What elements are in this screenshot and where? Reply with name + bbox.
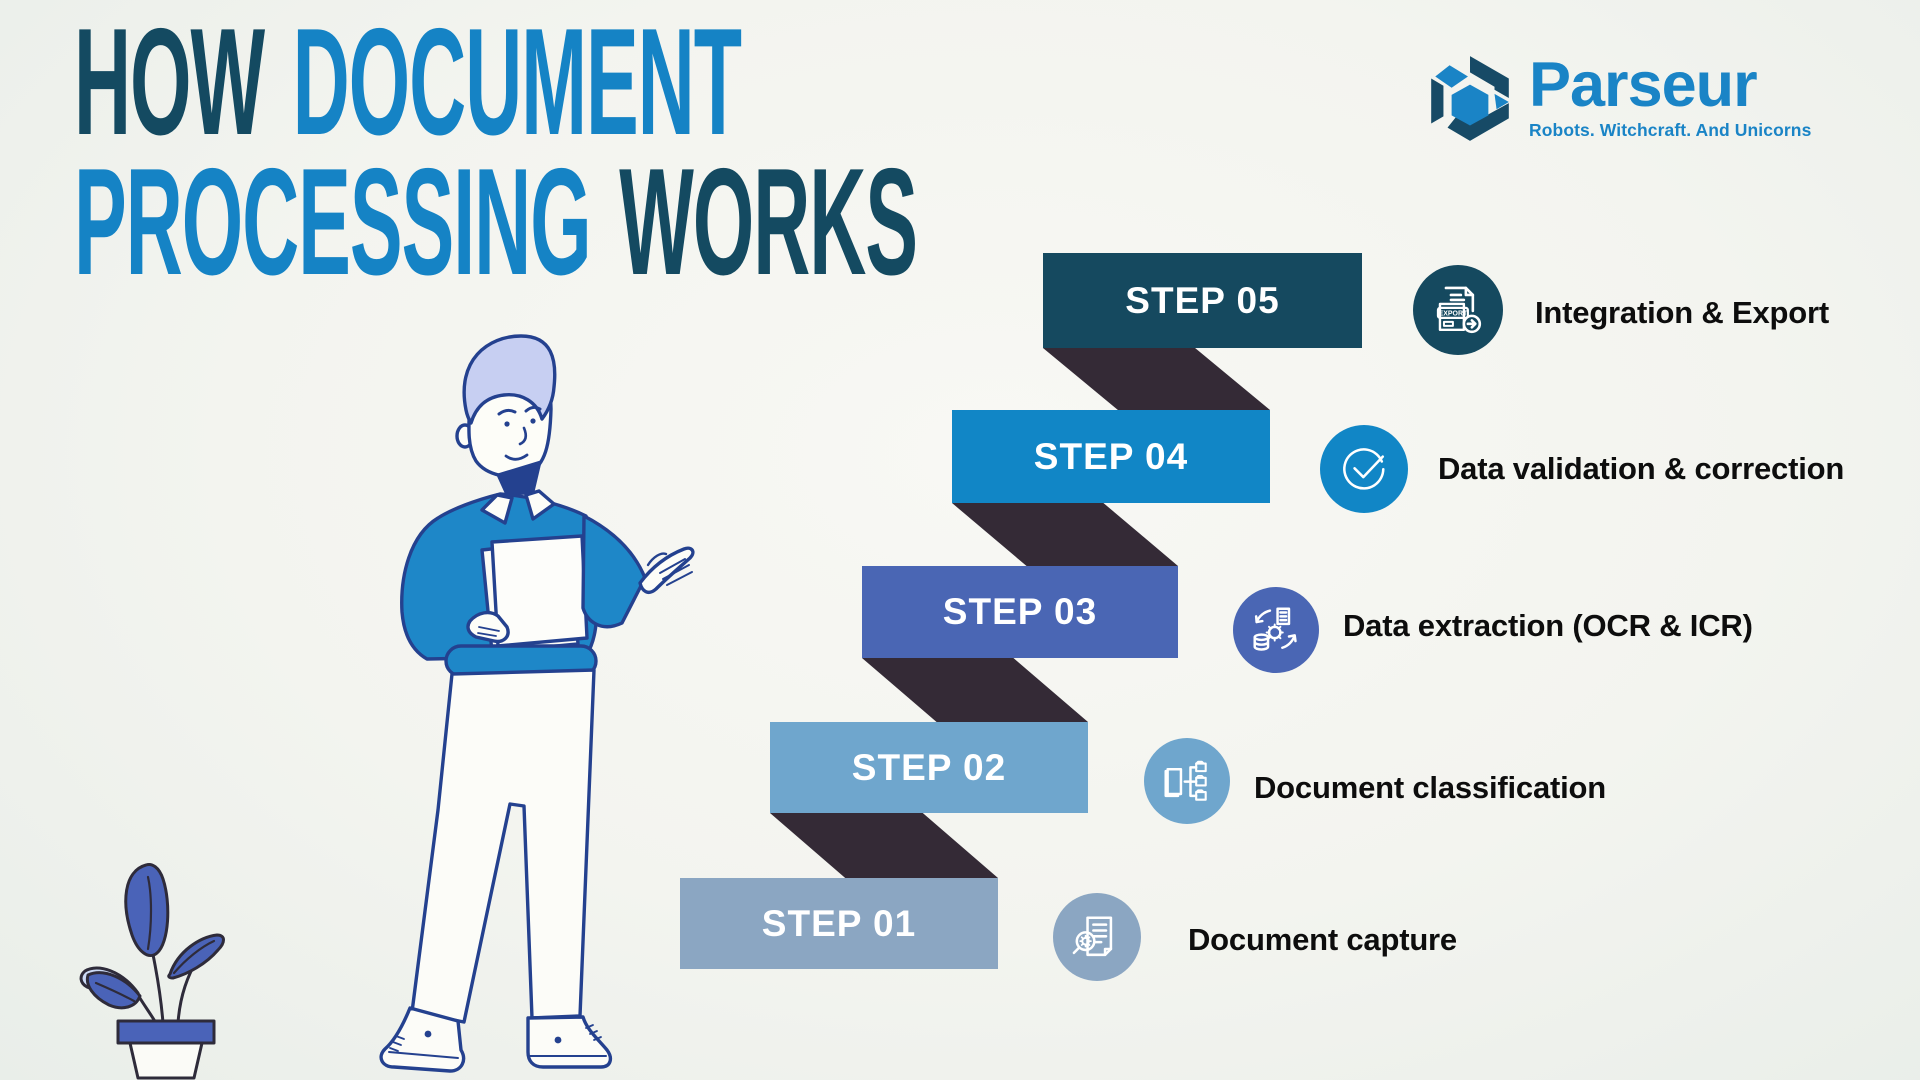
document-export-icon: EXPORT <box>1436 286 1482 334</box>
document-capture-icon <box>1072 916 1112 956</box>
step-bar-05: STEP 05 <box>1043 253 1362 348</box>
potted-plant-illustration <box>79 863 225 1080</box>
step-connector-4-3 <box>952 503 1178 566</box>
step-bar-01: STEP 01 <box>680 878 998 969</box>
step-01-description: Document capture <box>1188 922 1457 957</box>
man-presenting-illustration <box>379 334 695 1073</box>
step-bar-label: STEP 01 <box>761 902 917 944</box>
step-bar-02: STEP 02 <box>770 722 1088 813</box>
step-04-description: Data validation & correction <box>1438 451 1845 486</box>
step-03-icon-circle <box>1233 587 1319 673</box>
parseur-logo-mark-icon <box>1431 56 1509 141</box>
step-bar-label: STEP 05 <box>1125 279 1280 321</box>
step-03-description: Data extraction (OCR & ICR) <box>1343 608 1753 643</box>
logo-tagline: Robots. Witchcraft. And Unicorns <box>1529 120 1812 140</box>
logo-text: Parseur Robots. Witchcraft. And Unicorns <box>1529 52 1811 141</box>
title-word-document: DOCUMENT <box>292 0 742 167</box>
step-02-icon-circle <box>1144 738 1230 824</box>
parseur-logo: Parseur Robots. Witchcraft. And Unicorns <box>1425 52 1811 148</box>
step-connector-2-1 <box>770 813 998 878</box>
check-circle-icon <box>1342 447 1385 490</box>
step-connector-5-4 <box>1043 348 1270 410</box>
step-04-icon-circle <box>1320 425 1408 513</box>
logo-brand-name: Parseur <box>1529 50 1758 120</box>
step-connector-3-2 <box>862 658 1088 722</box>
data-extraction-icon <box>1253 607 1298 652</box>
step-05-description: Integration & Export <box>1535 295 1829 330</box>
document-classification-icon <box>1164 761 1208 802</box>
title-word-works: WORKS <box>619 137 918 307</box>
export-icon-label: EXPORT <box>1439 311 1468 318</box>
step-bar-label: STEP 04 <box>1033 435 1189 477</box>
title-word-how: HOW <box>74 0 265 167</box>
step-bar-label: STEP 02 <box>851 746 1007 788</box>
step-02-description: Document classification <box>1254 770 1606 805</box>
step-bar-04: STEP 04 <box>952 410 1270 503</box>
step-05-icon-circle: EXPORT <box>1413 265 1503 355</box>
step-bar-label: STEP 03 <box>942 591 1098 632</box>
step-bar-03: STEP 03 <box>862 566 1178 658</box>
step-01-icon-circle <box>1053 893 1141 981</box>
title-word-processing: PROCESSING <box>74 137 592 307</box>
